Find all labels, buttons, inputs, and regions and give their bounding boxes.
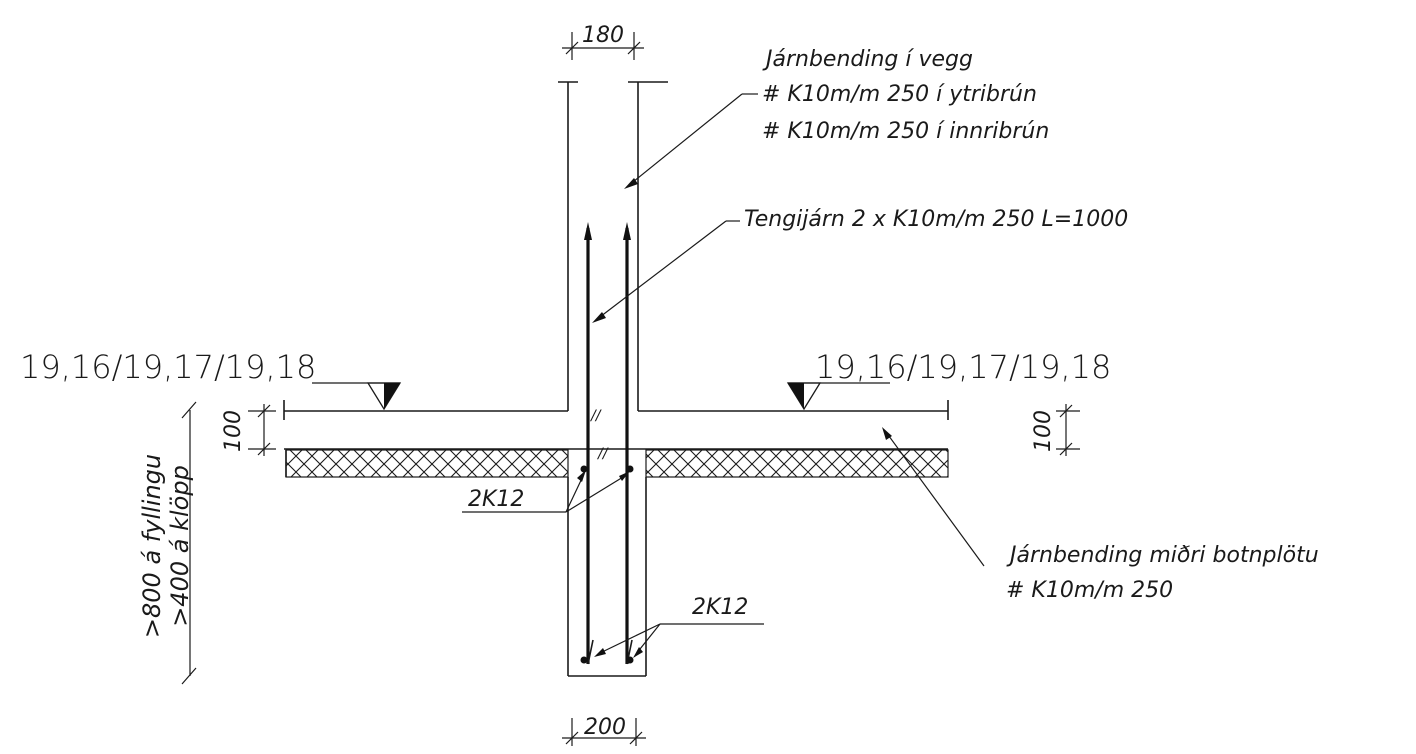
- slab-mark-top: //: [589, 408, 602, 424]
- level-marker-right: 19,16/19,17/19,18: [786, 348, 1111, 411]
- reinforcement-bars: [580, 222, 634, 665]
- slab-thickness-right: 100: [1031, 404, 1080, 456]
- slab-thickness-left: 100: [221, 404, 276, 456]
- footing-width-label: 200: [584, 715, 626, 740]
- connecting-bars-label: Tengijárn 2 x K10m/m 250 L=1000: [744, 207, 1128, 232]
- level-right-label: 19,16/19,17/19,18: [815, 348, 1111, 386]
- connecting-bars-note: Tengijárn 2 x K10m/m 250 L=1000: [592, 207, 1128, 323]
- wall-reinforcement-line1: # K10m/m 250 í ytribrún: [762, 82, 1037, 107]
- slab-reinforcement-line1: # K10m/m 250: [1006, 578, 1173, 603]
- depth-dimension: >800 á fyllingu >400 á klöpp: [138, 401, 197, 685]
- upper-bars-note: 2K12: [462, 470, 630, 513]
- wall: [558, 81, 668, 411]
- lower-bars-label: 2K12: [692, 595, 748, 620]
- wall-width-label: 180: [582, 23, 624, 48]
- footing: [567, 477, 647, 677]
- wall-width-dimension: 180: [562, 23, 644, 60]
- slab-thickness-left-label: 100: [221, 410, 246, 452]
- insulation-layer: [285, 449, 949, 478]
- slab-reinforcement-note: Járnbending miðri botnplötu # K10m/m 250: [882, 427, 1319, 603]
- footing-width-dimension: 200: [562, 715, 646, 746]
- slab-mark-bottom: //: [596, 446, 609, 462]
- depth-rock-label: >400 á klöpp: [166, 465, 194, 627]
- wall-reinforcement-line2: # K10m/m 250 í innribrún: [762, 119, 1049, 144]
- slab-thickness-right-label: 100: [1031, 410, 1056, 452]
- depth-fill-label: >800 á fyllingu: [138, 454, 166, 638]
- slab-reinforcement-title: Járnbending miðri botnplötu: [1006, 543, 1319, 568]
- upper-bars-label: 2K12: [468, 487, 524, 512]
- floor-slab: // //: [283, 400, 949, 462]
- level-marker-left: 19,16/19,17/19,18: [20, 348, 402, 411]
- level-left-label: 19,16/19,17/19,18: [20, 348, 316, 386]
- wall-reinforcement-title: Járnbending í vegg: [762, 47, 973, 72]
- lower-bars-note: 2K12: [594, 595, 764, 658]
- wall-reinforcement-note: Járnbending í vegg # K10m/m 250 í ytribr…: [624, 47, 1049, 189]
